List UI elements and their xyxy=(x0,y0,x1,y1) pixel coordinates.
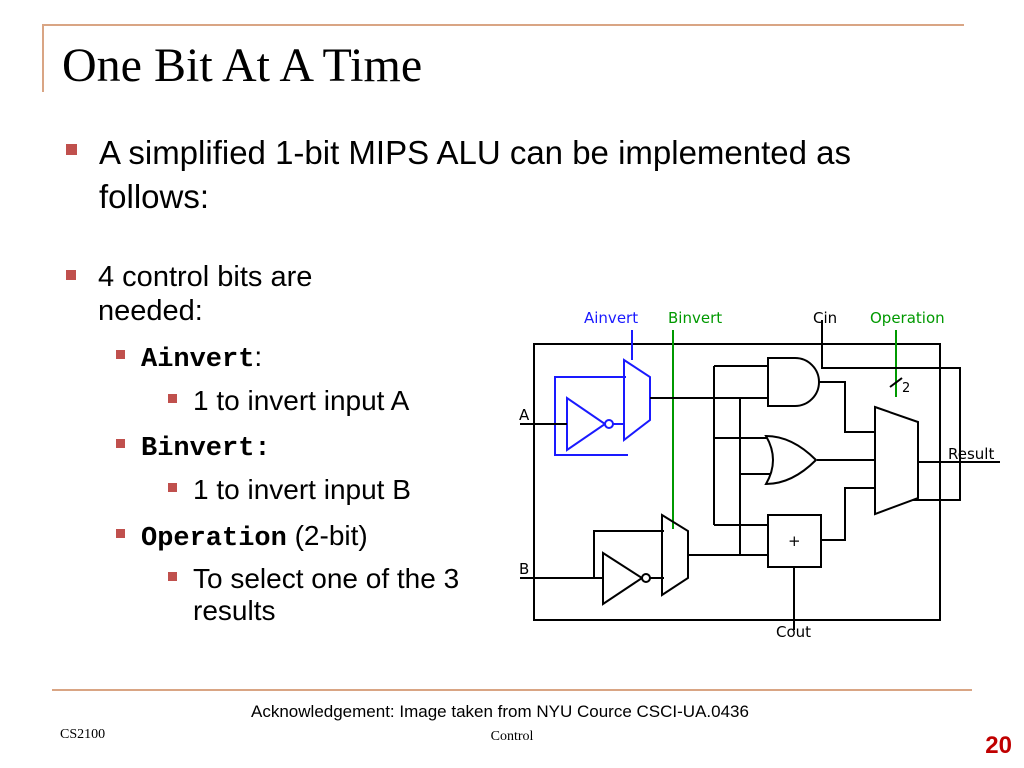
control-bits-text: 4 control bits are needed: xyxy=(98,261,313,327)
operation-label: Operation xyxy=(141,524,287,554)
bullet-ainvert: Ainvert: xyxy=(116,341,262,376)
ainvert-label: Ainvert xyxy=(141,345,255,375)
bullet-marker xyxy=(168,483,177,492)
acknowledgement-text: Acknowledgement: Image taken from NYU Co… xyxy=(251,702,749,721)
frame-top-line xyxy=(42,24,964,26)
ainvert-suffix: : xyxy=(254,341,263,372)
bullet-binvert-desc: 1 to invert input B xyxy=(168,474,411,506)
label-result: Result xyxy=(948,445,994,463)
bullet-control-bits: 4 control bits are needed: xyxy=(66,260,388,328)
bullet-marker xyxy=(116,350,125,359)
alu-boundary xyxy=(533,343,941,621)
b-path xyxy=(520,513,689,606)
label-cin: Cin xyxy=(813,309,837,327)
label-cout: Cout xyxy=(776,623,811,641)
binvert-label: Binvert: xyxy=(141,434,271,464)
bullet-marker xyxy=(116,439,125,448)
intro-text: A simplified 1-bit MIPS ALU can be imple… xyxy=(99,134,852,215)
ainvert-path xyxy=(554,330,651,456)
operation-desc: To select one of the 3 results xyxy=(193,563,460,626)
or-gate xyxy=(764,434,818,486)
label-ainvert: Ainvert xyxy=(584,309,638,327)
page-number: 20 xyxy=(985,732,1012,759)
bullet-marker xyxy=(168,394,177,403)
bullet-ainvert-desc: 1 to invert input A xyxy=(168,385,409,417)
bullet-intro: A simplified 1-bit MIPS ALU can be imple… xyxy=(66,131,959,219)
adder-box xyxy=(767,514,822,568)
footer-topic: Control xyxy=(490,729,534,744)
bullet-operation-desc: To select one of the 3 results xyxy=(168,563,483,627)
operation-suffix: (2-bit) xyxy=(286,520,368,551)
label-binvert: Binvert xyxy=(668,309,722,327)
label-bus-width: 2 xyxy=(902,381,910,396)
adder-symbol: + xyxy=(788,532,801,550)
bullet-binvert: Binvert: xyxy=(116,430,271,465)
frame-left-line xyxy=(42,24,44,92)
label-input-a: A xyxy=(519,406,530,424)
footer-course: CS2100 xyxy=(60,727,106,742)
ainvert-desc: 1 to invert input A xyxy=(193,385,410,416)
internal-wires xyxy=(650,320,1000,630)
label-operation: Operation xyxy=(870,309,945,327)
result-mux xyxy=(874,405,919,516)
slide-title: One Bit At A Time xyxy=(62,39,423,92)
bullet-operation: Operation (2-bit) xyxy=(116,520,368,555)
binvert-desc: 1 to invert input B xyxy=(193,474,411,505)
frame-bottom-line xyxy=(52,689,972,691)
bullet-marker xyxy=(66,270,76,280)
and-gate xyxy=(767,357,820,407)
alu-diagram: Ainvert Binvert Cin Operation A B Result… xyxy=(519,309,1000,641)
bullet-marker xyxy=(116,529,125,538)
bullet-marker xyxy=(168,572,177,581)
label-input-b: B xyxy=(519,560,529,578)
bullet-marker xyxy=(66,144,77,155)
